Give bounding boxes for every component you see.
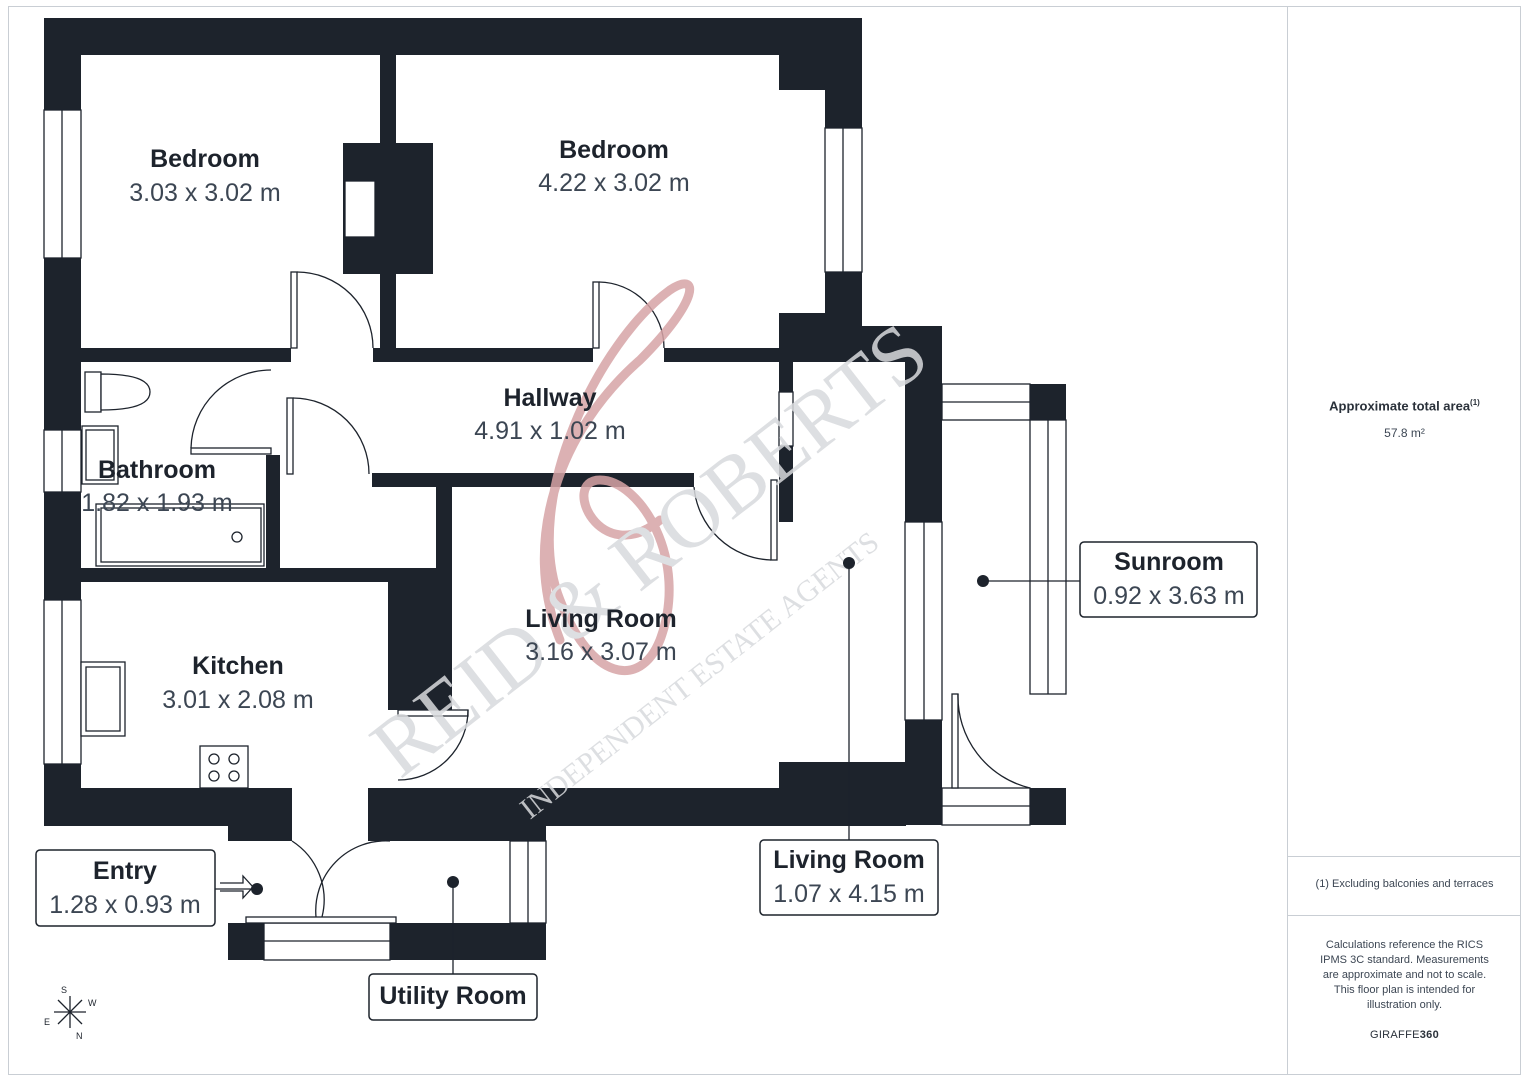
area-value: 57.8 m² [1384, 426, 1425, 440]
compass-icon: S W E N [44, 985, 97, 1041]
hallway-dims: 4.91 x 1.02 m [474, 417, 625, 445]
area-title-text: Approximate total area [1329, 398, 1471, 414]
toilet-icon [84, 371, 151, 413]
page-frame [8, 6, 1521, 1075]
entry-name: Entry [93, 857, 157, 885]
kitchen-dims: 3.01 x 2.08 m [162, 686, 313, 714]
bathtub-icon [95, 503, 265, 567]
bedroom-right-name: Bedroom [559, 136, 669, 164]
compass-e: E [44, 1017, 50, 1027]
brand-prefix: GIRAFFE [1369, 1029, 1420, 1041]
fixtures [80, 180, 376, 789]
living-room-dims: 3.16 x 3.07 m [525, 638, 676, 666]
bathroom-dims: 1.82 x 1.93 m [81, 489, 232, 517]
compass-s: S [61, 985, 67, 995]
doors [190, 271, 1031, 918]
sidebar-separator [1288, 915, 1521, 916]
watermark-monogram [539, 279, 695, 675]
entry-dims: 1.28 x 0.93 m [49, 891, 200, 919]
compass-n: N [76, 1031, 83, 1041]
utility-room-name: Utility Room [379, 982, 526, 1010]
bathroom-name: Bathroom [98, 456, 216, 484]
sunroom-name: Sunroom [1114, 548, 1224, 576]
area-note-marker: (1) [1470, 398, 1480, 407]
area-title: Approximate total area(1) [1288, 398, 1521, 413]
hob-icon [199, 745, 249, 789]
sink-icon [81, 425, 119, 485]
living-room-2-dims: 1.07 x 4.15 m [773, 880, 924, 908]
room-labels: Bedroom 3.03 x 3.02 m Bedroom 4.22 x 3.0… [81, 136, 689, 714]
callout-living-room-2: Living Room 1.07 x 4.15 m [759, 557, 939, 916]
bedroom-left-dims: 3.03 x 3.02 m [129, 179, 280, 207]
sunroom-dims: 0.92 x 3.63 m [1093, 582, 1244, 610]
kitchen-sink-icon [80, 661, 126, 737]
kitchen-name: Kitchen [192, 652, 284, 680]
compass-w: W [88, 998, 97, 1008]
bedroom-right-dims: 4.22 x 3.02 m [538, 169, 689, 197]
brand-logo: GIRAFFE360 [1288, 1029, 1521, 1041]
fireplace-opening [344, 180, 376, 238]
disclaimer: Calculations reference the RICS IPMS 3C … [1320, 939, 1489, 1011]
callout-entry: Entry 1.28 x 0.93 m [35, 849, 263, 927]
windows [43, 109, 1067, 961]
bedroom-left-name: Bedroom [150, 145, 260, 173]
callout-utility-room: Utility Room [368, 876, 538, 1021]
sidebar-divider [1287, 6, 1288, 1075]
hallway-name: Hallway [503, 384, 596, 412]
sidebar-separator [1288, 856, 1521, 857]
living-room-name: Living Room [525, 605, 676, 633]
callout-sunroom: Sunroom 0.92 x 3.63 m [977, 541, 1258, 618]
living-room-2-name: Living Room [773, 846, 924, 874]
area-footnote: (1) Excluding balconies and terraces [1315, 878, 1494, 890]
brand-suffix: 360 [1419, 1029, 1440, 1041]
